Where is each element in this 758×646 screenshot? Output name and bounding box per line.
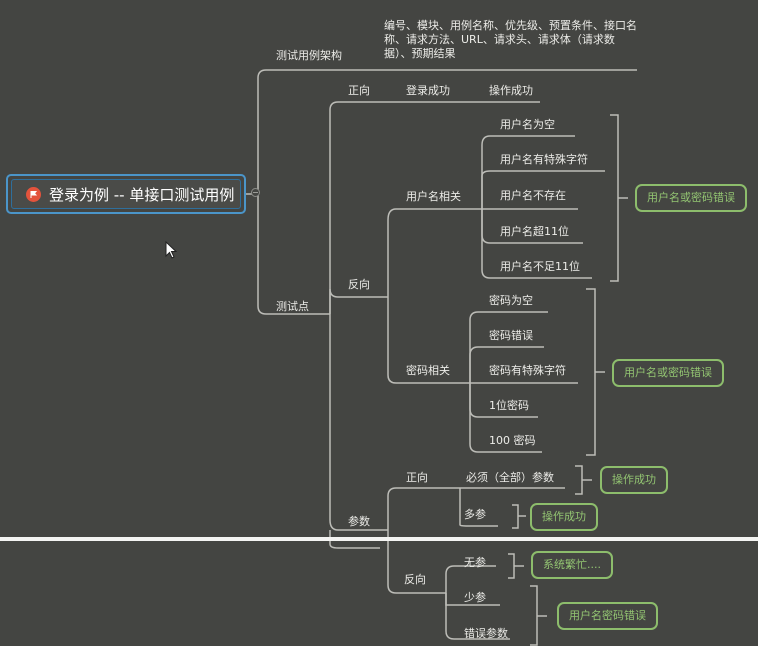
topic-username-case-4[interactable]: 用户名超11位 xyxy=(500,225,569,238)
flag-icon xyxy=(26,186,41,202)
topic-params-positive[interactable]: 正向 xyxy=(406,471,428,484)
topic-password-case-2[interactable]: 密码错误 xyxy=(489,329,533,342)
mindmap-canvas-bottom: 反向 无参 系统繁忙.... 少参 错误参数 用户名密码错误 xyxy=(0,541,758,646)
topic-username-case-3[interactable]: 用户名不存在 xyxy=(500,189,566,202)
root-topic[interactable]: 登录为例 -- 单接口测试用例 xyxy=(6,174,246,214)
summary-username-error[interactable]: 用户名或密码错误 xyxy=(635,184,747,212)
root-topic-inner: 登录为例 -- 单接口测试用例 xyxy=(11,179,241,209)
summary-more-params-success[interactable]: 操作成功 xyxy=(530,503,598,531)
summary-params-success[interactable]: 操作成功 xyxy=(600,466,668,494)
topic-params-negative[interactable]: 反向 xyxy=(404,573,426,586)
topic-operation-success[interactable]: 操作成功 xyxy=(489,84,533,97)
topic-password-case-5[interactable]: 100 密码 xyxy=(489,434,536,447)
summary-password-error[interactable]: 用户名或密码错误 xyxy=(612,359,724,387)
topic-test-case-structure[interactable]: 测试用例架构 xyxy=(276,49,342,62)
topic-more-params[interactable]: 多参 xyxy=(464,508,486,521)
topic-username-case-2[interactable]: 用户名有特殊字符 xyxy=(500,153,588,166)
summary-system-busy[interactable]: 系统繁忙.... xyxy=(531,551,613,579)
topic-structure-detail[interactable]: 编号、模块、用例名称、优先级、预置条件、接口名称、请求方法、URL、请求头、请求… xyxy=(384,19,637,60)
mindmap-canvas-top: 登录为例 -- 单接口测试用例 测试用例架构 编号、模块、用例名称、优先级、预置… xyxy=(6,19,747,537)
topic-wrong-params[interactable]: 错误参数 xyxy=(464,627,508,640)
mouse-cursor-icon xyxy=(165,241,178,259)
topic-username-related[interactable]: 用户名相关 xyxy=(406,190,461,203)
collapse-toggle[interactable] xyxy=(251,188,260,197)
topic-test-points[interactable]: 测试点 xyxy=(276,300,309,313)
topic-params[interactable]: 参数 xyxy=(348,515,370,528)
connector-lines-bottom xyxy=(329,541,547,646)
topic-username-case-1[interactable]: 用户名为空 xyxy=(500,118,555,131)
topic-positive[interactable]: 正向 xyxy=(348,84,370,97)
topic-username-case-5[interactable]: 用户名不足11位 xyxy=(500,260,580,273)
topic-password-case-3[interactable]: 密码有特殊字符 xyxy=(489,364,566,377)
summary-username-password-error[interactable]: 用户名密码错误 xyxy=(557,602,658,630)
topic-password-case-4[interactable]: 1位密码 xyxy=(489,399,529,412)
connector-lines xyxy=(246,69,637,537)
topic-login-success[interactable]: 登录成功 xyxy=(406,84,450,97)
root-topic-label: 登录为例 -- 单接口测试用例 xyxy=(49,185,235,204)
topic-required-params[interactable]: 必须（全部）参数 xyxy=(466,471,554,484)
screenshot-separator xyxy=(0,537,758,541)
topic-no-params[interactable]: 无参 xyxy=(464,556,486,569)
topic-password-case-1[interactable]: 密码为空 xyxy=(489,294,533,307)
topic-password-related[interactable]: 密码相关 xyxy=(406,364,450,377)
topic-negative[interactable]: 反向 xyxy=(348,278,370,291)
topic-few-params[interactable]: 少参 xyxy=(464,591,486,604)
